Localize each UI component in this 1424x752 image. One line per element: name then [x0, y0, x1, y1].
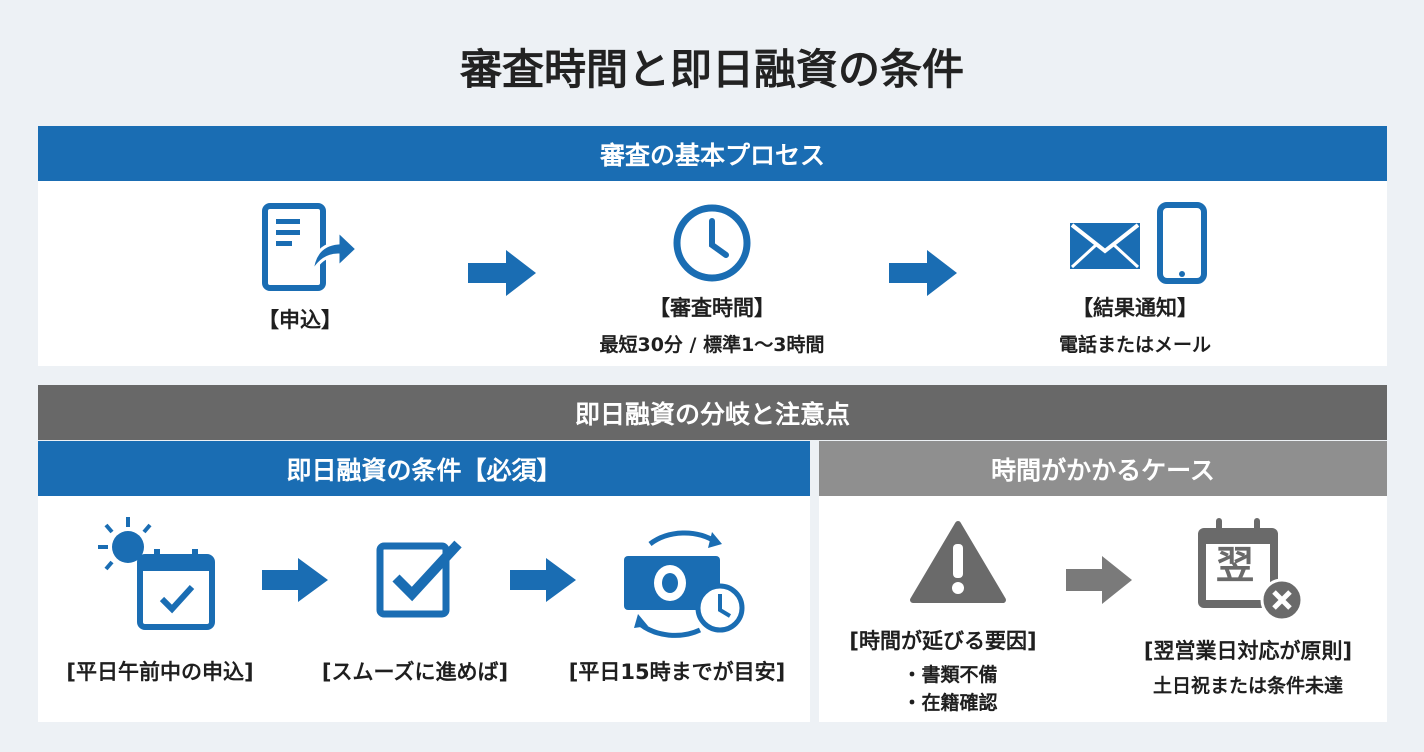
- arrow-icon: [510, 558, 576, 602]
- step-review-label: 【審査時間】: [649, 296, 775, 320]
- arrow-icon: [262, 558, 328, 602]
- step-review-detail: 最短30分 / 標準1〜3時間: [599, 334, 825, 356]
- step-notify-label: 【結果通知】: [1072, 296, 1198, 320]
- warning-icon: [910, 521, 1006, 603]
- branch-header: 即日融資の分岐と注意点: [38, 385, 1387, 440]
- sun-calendar-icon: [98, 517, 215, 630]
- conditions-header: 即日融資の条件【必須】: [38, 441, 810, 496]
- condition-morning-label: [平日午前中の申込]: [66, 660, 254, 684]
- delays-header: 時間がかかるケース: [819, 441, 1387, 496]
- page-title: 審査時間と即日融資の条件: [459, 45, 964, 94]
- delay-cause-item: ・書類不備: [902, 664, 998, 686]
- step-apply-label: 【申込】: [258, 308, 342, 332]
- process-header: 審査の基本プロセス: [38, 126, 1387, 181]
- clock-icon: [673, 204, 751, 282]
- checkbox-icon: [376, 540, 462, 618]
- arrow-icon: [468, 250, 536, 296]
- delay-result-label: [翌営業日対応が原則]: [1143, 639, 1353, 663]
- step-notify-detail: 電話またはメール: [1058, 334, 1212, 356]
- delay-cause-item: ・在籍確認: [902, 692, 998, 714]
- delay-result-detail: 土日祝または条件未達: [1152, 675, 1344, 697]
- arrow-icon: [1066, 556, 1132, 604]
- condition-deadline-label: [平日15時までが目安]: [568, 660, 786, 684]
- calendar-glyph: 翌: [1216, 543, 1255, 587]
- condition-smooth-label: [スムーズに進めば]: [321, 660, 509, 684]
- arrow-icon: [889, 250, 957, 296]
- money-clock-icon: [624, 530, 745, 638]
- delay-cause-label: [時間が延びる要因]: [849, 629, 1037, 653]
- mail-phone-icon: [1070, 202, 1207, 284]
- document-send-icon: [262, 203, 360, 291]
- next-day-calendar-icon: 翌: [1196, 516, 1306, 622]
